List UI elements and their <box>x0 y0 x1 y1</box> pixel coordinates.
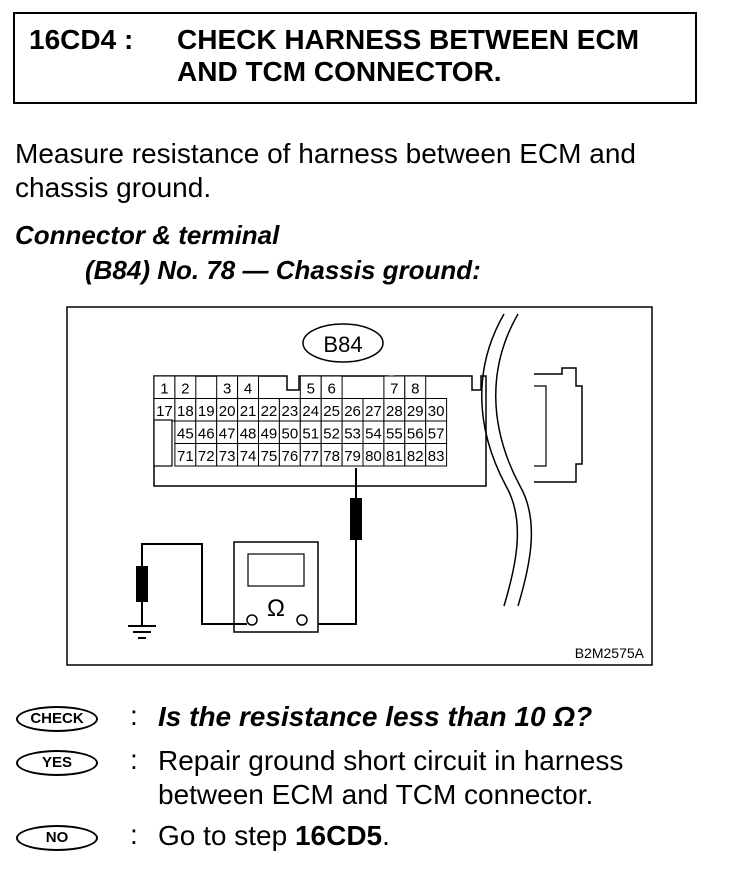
terminal-number: 81 <box>386 448 403 465</box>
terminal-number: 83 <box>428 448 445 465</box>
terminal-number: 28 <box>386 403 403 420</box>
terminal-number: 80 <box>365 448 382 465</box>
step-title: CHECK HARNESS BETWEEN ECM AND TCM CONNEC… <box>177 24 639 88</box>
terminal-number: 51 <box>302 426 319 443</box>
terminal-number: 72 <box>198 448 215 465</box>
terminal-number: 23 <box>282 403 299 420</box>
terminal-number: 78 <box>323 448 340 465</box>
terminal-number: 7 <box>390 381 398 398</box>
terminal-number: 77 <box>302 448 319 465</box>
meter-terminal-right <box>296 614 308 626</box>
terminal-number: 4 <box>244 381 252 398</box>
connector-terminal-label: Connector & terminal <box>15 220 280 250</box>
connector-id-ellipse <box>302 323 384 363</box>
terminal-number: 47 <box>219 426 236 443</box>
terminal-number: 17 <box>156 403 173 420</box>
terminal-number: 73 <box>219 448 236 465</box>
terminal-number: 24 <box>302 403 319 420</box>
terminal-number: 20 <box>219 403 236 420</box>
terminal-number: 19 <box>198 403 215 420</box>
instruction-line2: chassis ground. <box>15 172 212 203</box>
connector-terminal-detail: (B84) No. 78 — Chassis ground: <box>85 255 481 285</box>
terminal-number: 50 <box>282 426 299 443</box>
ground-wire <box>141 543 247 625</box>
step-title-line2: AND TCM CONNECTOR. <box>177 56 502 87</box>
terminal-number: 56 <box>407 426 424 443</box>
step-code: 16CD4 : <box>29 24 134 55</box>
yes-colon: : <box>130 744 138 775</box>
mating-connector-slot <box>534 385 547 467</box>
terminal-number: 1 <box>160 381 168 398</box>
no-colon: : <box>130 819 138 850</box>
terminal-number: 5 <box>307 381 315 398</box>
terminal-number: 74 <box>240 448 257 465</box>
next-step-link: 16CD5 <box>294 820 383 851</box>
yes-badge: YES <box>16 750 98 776</box>
terminal-number: 75 <box>261 448 278 465</box>
check-colon: : <box>130 700 138 731</box>
terminal-number: 71 <box>177 448 194 465</box>
terminal-cell <box>425 443 448 467</box>
terminal-number: 18 <box>177 403 194 420</box>
step-header: 16CD4 : CHECK HARNESS BETWEEN ECM AND TC… <box>13 12 697 104</box>
terminal-number: 49 <box>261 426 278 443</box>
terminal-number: 26 <box>344 403 361 420</box>
terminal-number: 55 <box>386 426 403 443</box>
figure-code: B2M2575A <box>575 645 645 661</box>
check-question: Is the resistance less than 10 Ω? <box>158 701 593 732</box>
terminal-number: 25 <box>323 403 340 420</box>
meter-terminal-left <box>246 614 258 626</box>
terminal-number: 76 <box>282 448 299 465</box>
terminal-number: 21 <box>240 403 257 420</box>
ohm-symbol: Ω <box>267 595 285 622</box>
ground-probe-handle <box>136 566 148 602</box>
check-badge: CHECK <box>16 706 98 732</box>
terminal-number: 6 <box>327 381 335 398</box>
terminal-number: 22 <box>261 403 278 420</box>
terminal-number: 53 <box>344 426 361 443</box>
terminal-number: 82 <box>407 448 424 465</box>
terminal-number: 45 <box>177 426 194 443</box>
yes-answer: Repair ground short circuit in harness b… <box>158 744 623 812</box>
terminal-number: 57 <box>428 426 445 443</box>
probe-wire <box>304 540 357 625</box>
diagram-frame <box>66 306 653 666</box>
mating-connector <box>534 367 583 483</box>
terminal-number: 3 <box>223 381 231 398</box>
step-title-line1: CHECK HARNESS BETWEEN ECM <box>177 24 640 55</box>
connector-id-label: B84 <box>323 332 362 357</box>
terminal-number: 30 <box>428 403 445 420</box>
probe-handle <box>350 498 362 540</box>
yes-answer-line2: between ECM and TCM connector. <box>158 779 594 810</box>
ohmmeter-display <box>247 553 305 587</box>
instruction-line1: Measure resistance of harness between EC… <box>15 138 636 169</box>
terminal-number: 8 <box>411 381 419 398</box>
harness-wave-line <box>495 313 533 607</box>
harness-wave-line <box>481 313 519 607</box>
no-answer: Go to step 16CD5. <box>158 819 390 853</box>
terminal-number: 27 <box>365 403 382 420</box>
terminal-number: 29 <box>407 403 424 420</box>
connector-blank-block <box>153 419 173 467</box>
terminal-number: 54 <box>365 426 382 443</box>
yes-answer-line1: Repair ground short circuit in harness <box>158 745 624 776</box>
no-badge: NO <box>16 825 98 851</box>
no-answer-prefix: Go to step <box>158 820 295 851</box>
no-answer-suffix: . <box>382 820 390 851</box>
terminal-number: 46 <box>198 426 215 443</box>
terminal-number: 79 <box>344 448 361 465</box>
terminal-number: 48 <box>240 426 257 443</box>
terminal-number: 52 <box>323 426 340 443</box>
terminal-number: 2 <box>181 381 189 398</box>
instruction-text: Measure resistance of harness between EC… <box>15 137 715 205</box>
